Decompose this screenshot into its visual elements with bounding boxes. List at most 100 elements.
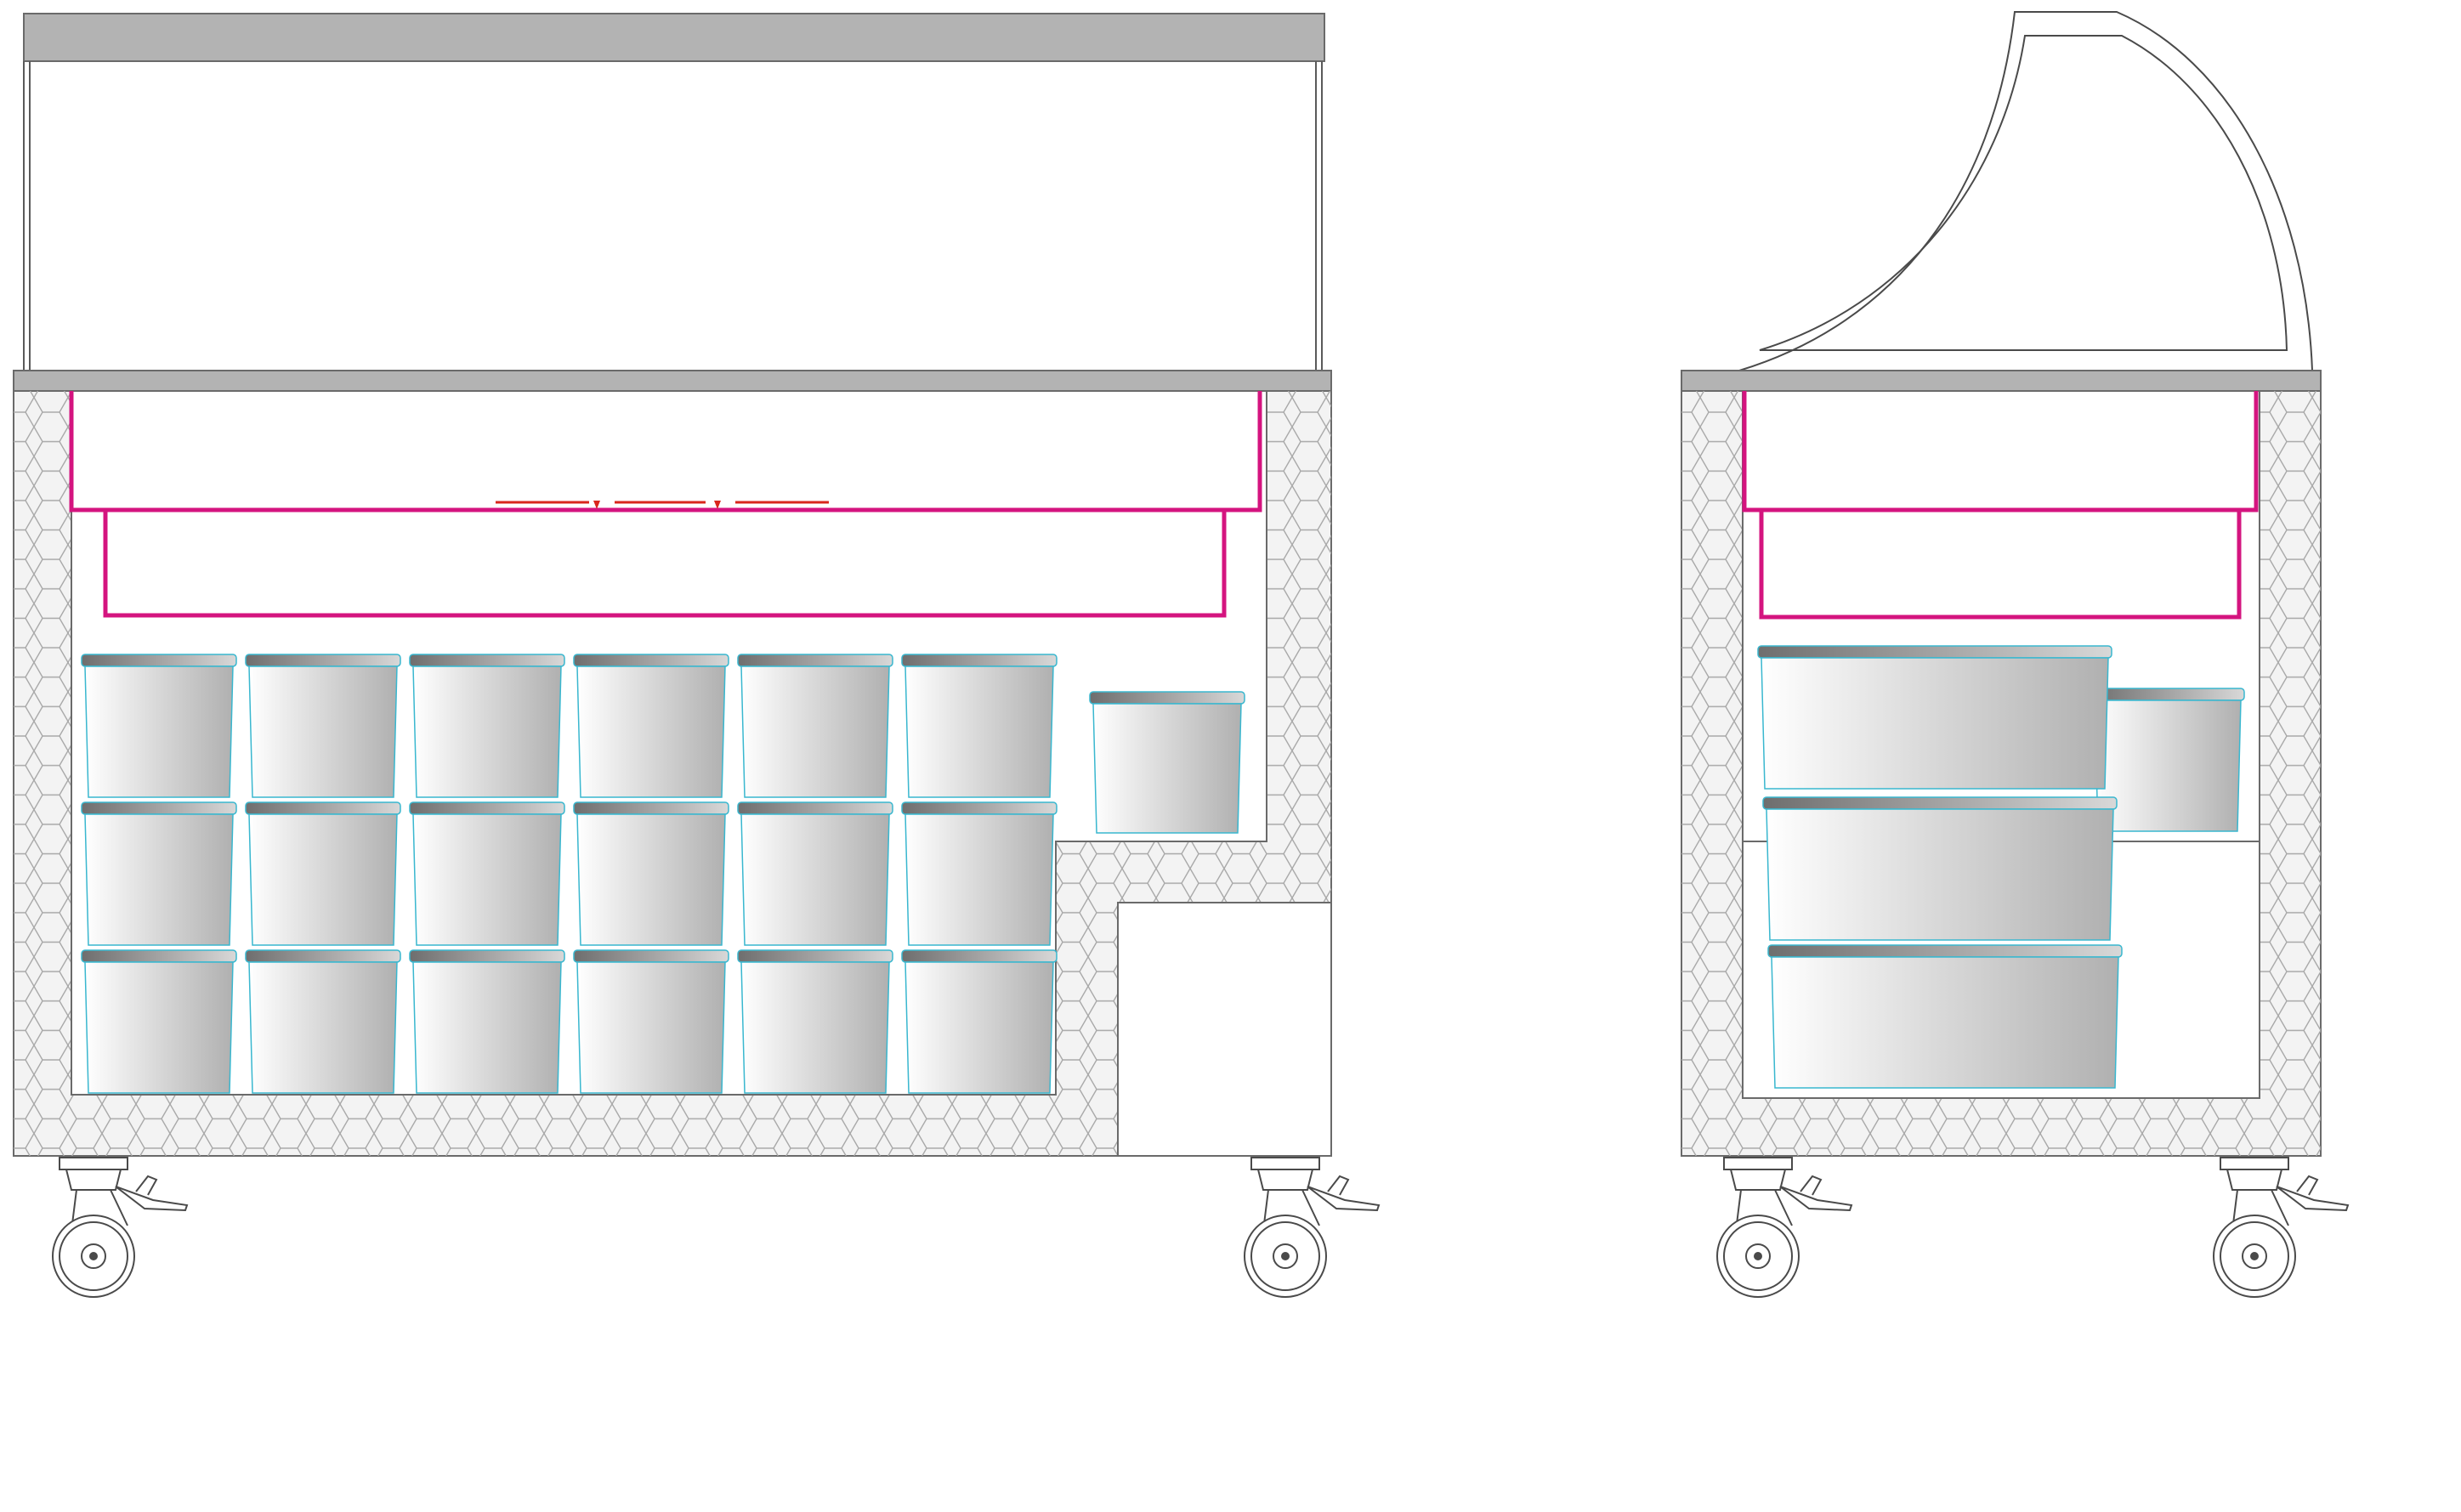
side-evaporator-upper xyxy=(1742,391,2259,512)
side-countertop xyxy=(1681,370,2322,392)
tub-r1-c5-body xyxy=(740,665,890,798)
tub-r3-c2 xyxy=(245,949,401,1094)
front-left-caster xyxy=(52,1157,189,1298)
tub-step-body xyxy=(1092,703,1242,834)
caster-mount-plate xyxy=(1250,1157,1320,1170)
front-evaporator-upper xyxy=(69,391,1262,512)
brake-pedal-icon xyxy=(2276,1175,2350,1212)
front-tub-grid xyxy=(81,654,1058,1094)
tub-r1-c5 xyxy=(737,654,893,798)
side-pan-1-body xyxy=(1761,657,2109,790)
side-pan-2-body xyxy=(1766,808,2114,941)
tub-r3-c4-body xyxy=(576,961,726,1094)
tub-r2-c6-body xyxy=(904,813,1054,946)
tub-r1-c5-lid xyxy=(737,654,893,667)
side-pan-2-lid xyxy=(1762,796,2118,810)
tub-r3-c5 xyxy=(737,949,893,1094)
tub-r3-c4 xyxy=(573,949,729,1094)
tub-step xyxy=(1089,691,1245,834)
tub-r1-c6-body xyxy=(904,665,1054,798)
caster-wheel-icon xyxy=(1244,1215,1327,1298)
side-glass-canopy-inner xyxy=(1759,35,2288,351)
front-view xyxy=(13,13,1381,1298)
tub-r3-c3-body xyxy=(412,961,562,1094)
tub-r1-c6-lid xyxy=(901,654,1058,667)
tub-r1-c1-body xyxy=(84,665,234,798)
tub-r2-c3-lid xyxy=(409,801,565,815)
tub-r3-c3-lid xyxy=(409,949,565,963)
tub-r2-c1-lid xyxy=(81,801,237,815)
side-pan-stack xyxy=(1757,645,2245,1089)
tub-r2-c1 xyxy=(81,801,237,946)
tub-r3-c2-body xyxy=(248,961,398,1094)
side-evaporator-lower xyxy=(1759,510,2242,620)
tub-r2-c1-body xyxy=(84,813,234,946)
compressor-compartment xyxy=(1117,902,1332,1157)
tub-r2-c4 xyxy=(573,801,729,946)
side-glass-canopy-outer xyxy=(1738,11,2313,371)
side-pan-3-lid xyxy=(1767,944,2123,958)
front-countertop xyxy=(13,370,1332,392)
side-pan-3-body xyxy=(1771,956,2119,1089)
side-right-caster xyxy=(2213,1157,2350,1298)
tub-r3-c6 xyxy=(901,949,1058,1094)
temperature-sensor xyxy=(496,501,829,509)
tub-r1-c4 xyxy=(573,654,729,798)
tub-r3-c1-lid xyxy=(81,949,237,963)
front-step-tub xyxy=(1089,691,1245,834)
brake-pedal-icon xyxy=(115,1175,189,1212)
tub-r2-c3-body xyxy=(412,813,562,946)
tub-r1-c1-lid xyxy=(81,654,237,667)
side-pan-rear xyxy=(2090,688,2245,832)
tub-r1-c2 xyxy=(245,654,401,798)
caster-wheel-icon xyxy=(52,1215,135,1298)
tub-r1-c2-lid xyxy=(245,654,401,667)
tub-r3-c5-body xyxy=(740,961,890,1094)
tub-r1-c4-lid xyxy=(573,654,729,667)
tub-r3-c1 xyxy=(81,949,237,1094)
tub-r2-c5-body xyxy=(740,813,890,946)
tub-r2-c2-lid xyxy=(245,801,401,815)
tub-r2-c4-lid xyxy=(573,801,729,815)
tub-r2-c6-lid xyxy=(901,801,1058,815)
tub-r2-c6 xyxy=(901,801,1058,946)
tub-r1-c1 xyxy=(81,654,237,798)
tub-r2-c5-lid xyxy=(737,801,893,815)
side-left-caster xyxy=(1716,1157,1853,1298)
tub-r1-c3-body xyxy=(412,665,562,798)
tub-r2-c5 xyxy=(737,801,893,946)
tub-r2-c4-body xyxy=(576,813,726,946)
tub-r1-c6 xyxy=(901,654,1058,798)
caster-wheel-icon xyxy=(1716,1215,1800,1298)
tub-r1-c4-body xyxy=(576,665,726,798)
tub-r3-c3 xyxy=(409,949,565,1094)
side-pan-rear-body xyxy=(2094,699,2242,832)
tub-r3-c6-body xyxy=(904,961,1054,1094)
caster-mount-plate xyxy=(59,1157,128,1170)
brake-pedal-icon xyxy=(1307,1175,1381,1212)
tub-r3-c4-lid xyxy=(573,949,729,963)
brake-pedal-icon xyxy=(1779,1175,1853,1212)
side-view xyxy=(1681,11,2350,1298)
tub-r1-c2-body xyxy=(248,665,398,798)
front-evaporator-lower xyxy=(103,510,1227,618)
caster-wheel-icon xyxy=(2213,1215,2296,1298)
front-canopy-top xyxy=(23,13,1325,62)
caster-mount-plate xyxy=(2220,1157,2289,1170)
tub-r3-c1-body xyxy=(84,961,234,1094)
tub-r1-c3 xyxy=(409,654,565,798)
tub-r3-c2-lid xyxy=(245,949,401,963)
tub-r3-c6-lid xyxy=(901,949,1058,963)
side-pan-rear-lid xyxy=(2090,688,2245,701)
caster-mount-plate xyxy=(1723,1157,1793,1170)
side-pan-3 xyxy=(1767,944,2123,1089)
side-pan-1 xyxy=(1757,645,2112,790)
tub-step-lid xyxy=(1089,691,1245,705)
tub-r2-c2 xyxy=(245,801,401,946)
tub-r2-c2-body xyxy=(248,813,398,946)
tub-r3-c5-lid xyxy=(737,949,893,963)
tub-r2-c3 xyxy=(409,801,565,946)
side-pan-1-lid xyxy=(1757,645,2112,659)
front-right-caster xyxy=(1244,1157,1381,1298)
